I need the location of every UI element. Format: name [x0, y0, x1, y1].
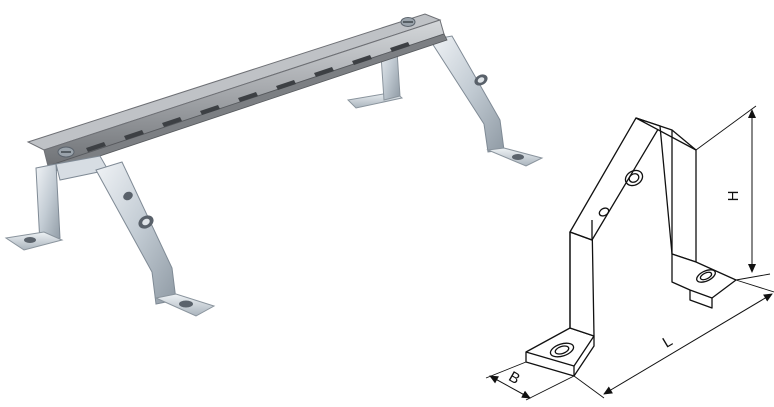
din-rail-assembly-photo — [4, 13, 544, 317]
rail-slots — [86, 42, 410, 152]
dimension-line-b — [489, 375, 531, 399]
rail-screw-left — [57, 146, 75, 158]
drawing-front-foot-hole — [549, 342, 575, 358]
bracket-line-drawing — [485, 105, 774, 401]
drawing-top-plate — [569, 117, 661, 241]
dimension-label-h: H — [725, 191, 742, 202]
dimension-label-b: B — [506, 368, 523, 388]
drawing-rear-foot — [671, 253, 737, 299]
drawing-rear-foot-hole — [696, 269, 716, 283]
drawing-top-hole-small — [598, 207, 610, 217]
bracket-left — [4, 155, 216, 317]
rail-screw-right — [400, 17, 416, 27]
dimension-line-l — [603, 293, 773, 395]
din-rail — [26, 13, 448, 173]
dimension-label-l: L — [660, 333, 676, 352]
drawing-top-hole-large — [624, 169, 644, 187]
